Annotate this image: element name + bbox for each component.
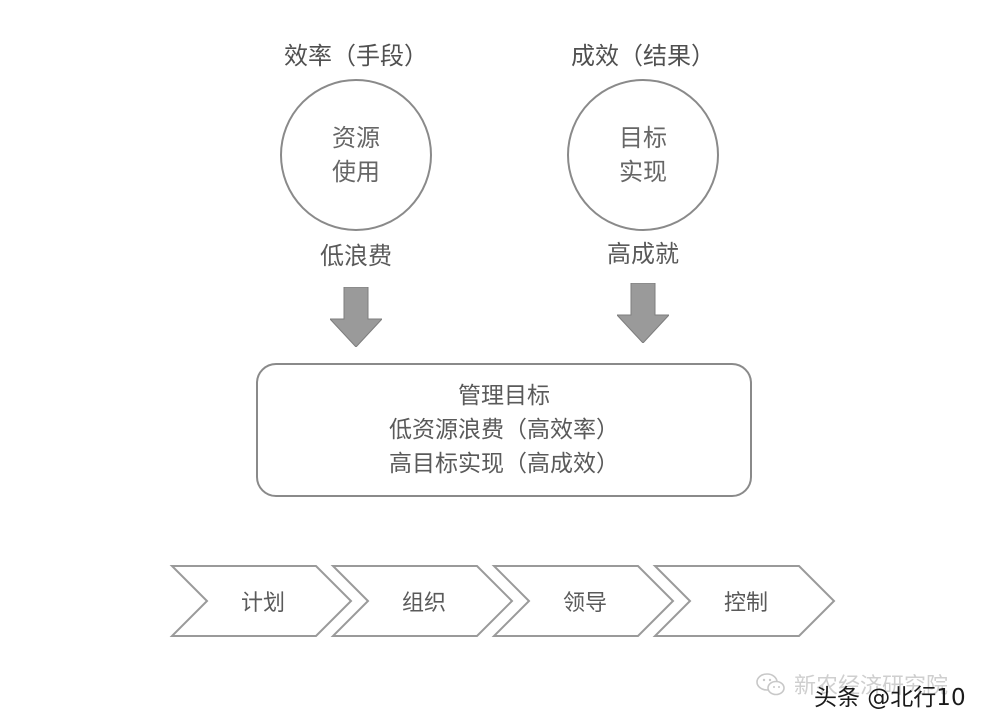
management-goal-box: 管理目标 低资源浪费（高效率） 高目标实现（高成效） (256, 363, 752, 497)
resource-use-circle: 资源 使用 (280, 79, 432, 231)
effectiveness-heading: 成效（结果） (571, 42, 715, 70)
down-arrow-right-icon (617, 283, 669, 343)
process-chevrons (169, 565, 836, 637)
process-step-organize: 组织 (401, 591, 446, 616)
process-step-lead: 领导 (562, 591, 607, 616)
high-achievement-label: 高成就 (607, 240, 679, 268)
goal-achievement-circle: 目标 实现 (567, 79, 719, 231)
watermark: 新农经济研究院 头条 @北行10 (752, 662, 982, 712)
chevron-organize (330, 565, 514, 637)
process-step-plan: 计划 (240, 591, 285, 616)
down-arrow-left-icon (330, 287, 382, 347)
resource-use-line1: 资源 (332, 124, 380, 152)
efficiency-heading: 效率（手段） (284, 42, 428, 70)
watermark-front-text: 头条 @北行10 (814, 685, 966, 711)
chevron-lead (491, 565, 675, 637)
goal-achievement-line1: 目标 (619, 124, 667, 152)
chevron-plan (169, 565, 353, 637)
low-waste-line: 低资源浪费（高效率） (389, 417, 619, 443)
wechat-icon (756, 673, 785, 696)
chevron-control (652, 565, 836, 637)
management-goal-title: 管理目标 (458, 383, 550, 409)
low-waste-label: 低浪费 (320, 242, 392, 270)
goal-achievement-line2: 实现 (619, 158, 667, 186)
resource-use-line2: 使用 (332, 158, 380, 186)
process-step-control: 控制 (723, 591, 768, 616)
high-goal-line: 高目标实现（高成效） (389, 451, 619, 477)
watermark-back-text: 新农经济研究院 (794, 674, 949, 699)
